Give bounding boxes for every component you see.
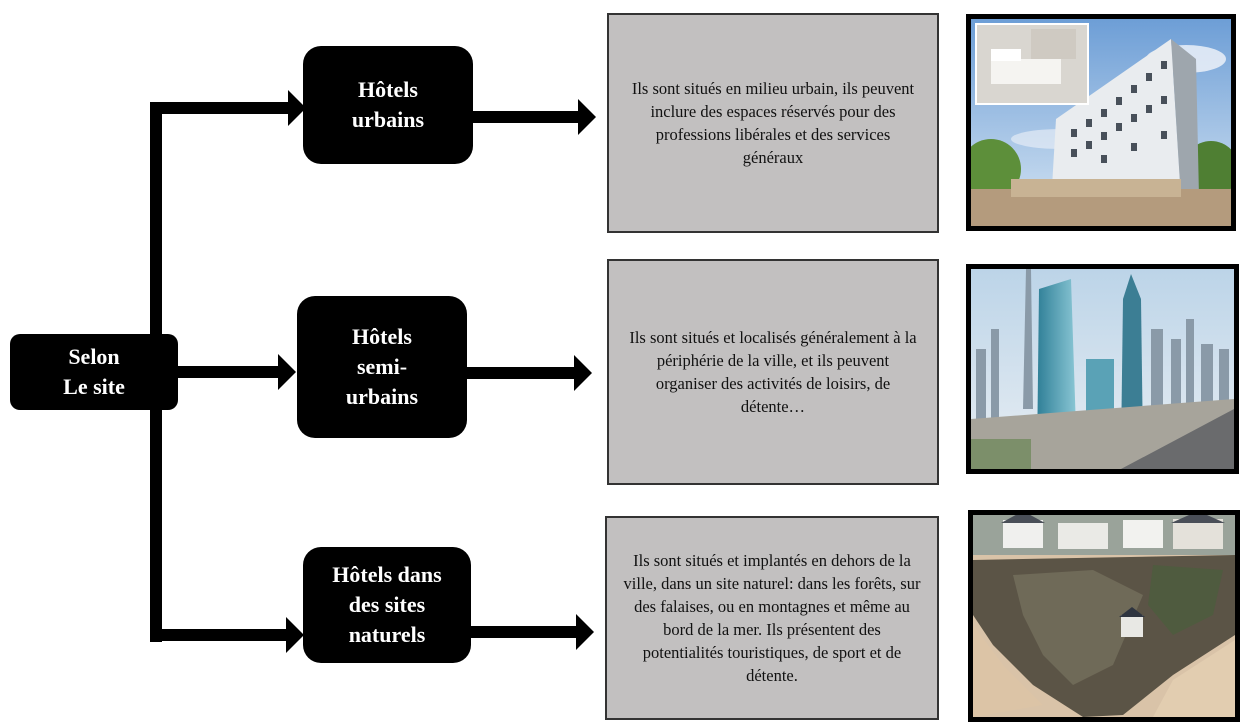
branch-title: Hôtels semi- urbains: [345, 324, 419, 409]
branch-arrowhead-2: [278, 354, 296, 390]
description-panel-semi-urban: Ils sont situés et localisés généralemen…: [607, 259, 939, 485]
root-node: Selon Le site: [10, 334, 178, 410]
branch-node-natural: Hôtels dans des sites naturels: [303, 547, 471, 663]
description-text: Ils sont situés et localisés généralemen…: [629, 328, 917, 416]
branch-node-semi-urban: Hôtels semi- urbains: [297, 296, 467, 438]
desc-arrowhead-2: [574, 355, 592, 391]
description-panel-natural: Ils sont situés et implantés en dehors d…: [605, 516, 939, 720]
branch-line-3: [150, 629, 288, 641]
branch-line-1: [150, 102, 290, 114]
urban-hotel-photo: [966, 14, 1236, 231]
branch-line-2: [178, 366, 280, 378]
branch-title: Hôtels urbains: [351, 77, 425, 132]
branch-arrowhead-1: [288, 90, 306, 126]
desc-line-1: [470, 111, 580, 123]
description-text: Ils sont situés en milieu urbain, ils pe…: [631, 79, 915, 167]
desc-arrowhead-3: [576, 614, 594, 650]
desc-line-2: [466, 367, 576, 379]
description-panel-urban: Ils sont situés en milieu urbain, ils pe…: [607, 13, 939, 233]
branch-title: Hôtels dans des sites naturels: [332, 562, 442, 647]
description-text: Ils sont situés et implantés en dehors d…: [623, 551, 921, 685]
desc-line-3: [470, 626, 578, 638]
desc-arrowhead-1: [578, 99, 596, 135]
cliff-hotel-photo: [968, 510, 1240, 722]
root-label: Selon Le site: [63, 344, 125, 399]
branch-arrowhead-3: [286, 617, 304, 653]
city-towers-photo: [966, 264, 1239, 474]
branch-node-urban: Hôtels urbains: [303, 46, 473, 164]
